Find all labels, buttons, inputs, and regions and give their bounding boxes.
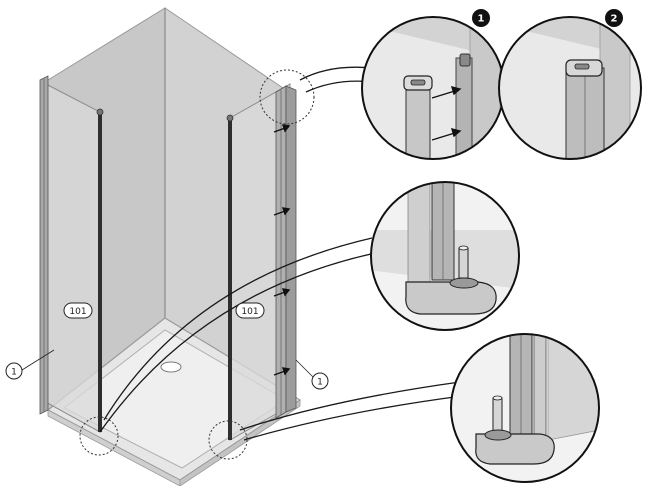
label-panel-right: 101 bbox=[235, 302, 265, 319]
zoom-detail-bottom-pivot-right bbox=[450, 333, 600, 483]
label-part-left: 1 bbox=[5, 349, 55, 380]
shower-enclosure: 1 1 101 101 bbox=[5, 7, 463, 486]
left-fixed-panel bbox=[41, 81, 101, 433]
callout-leaders bbox=[99, 66, 463, 441]
svg-text:101: 101 bbox=[69, 307, 86, 317]
detail-circle-right-bottom bbox=[208, 420, 248, 460]
svg-text:1: 1 bbox=[478, 14, 485, 25]
zoom-detail-step-2: 2 bbox=[498, 9, 642, 160]
zoom-detail-step-1: 1 bbox=[361, 9, 505, 160]
label-panel-left: 101 bbox=[63, 302, 93, 319]
label-part-right: 1 bbox=[295, 359, 329, 390]
svg-text:101: 101 bbox=[241, 307, 258, 317]
step-badge-1: 1 bbox=[472, 9, 490, 27]
drain bbox=[160, 361, 182, 373]
zoom-detail-bottom-pivot-left bbox=[370, 181, 520, 331]
profile-arrows bbox=[273, 124, 291, 376]
detail-circle-left-bottom bbox=[79, 416, 119, 456]
detail-circle-top bbox=[259, 69, 315, 125]
step-badge-2: 2 bbox=[605, 9, 623, 27]
svg-text:1: 1 bbox=[11, 368, 17, 378]
svg-text:2: 2 bbox=[611, 14, 618, 25]
svg-text:1: 1 bbox=[317, 378, 323, 388]
